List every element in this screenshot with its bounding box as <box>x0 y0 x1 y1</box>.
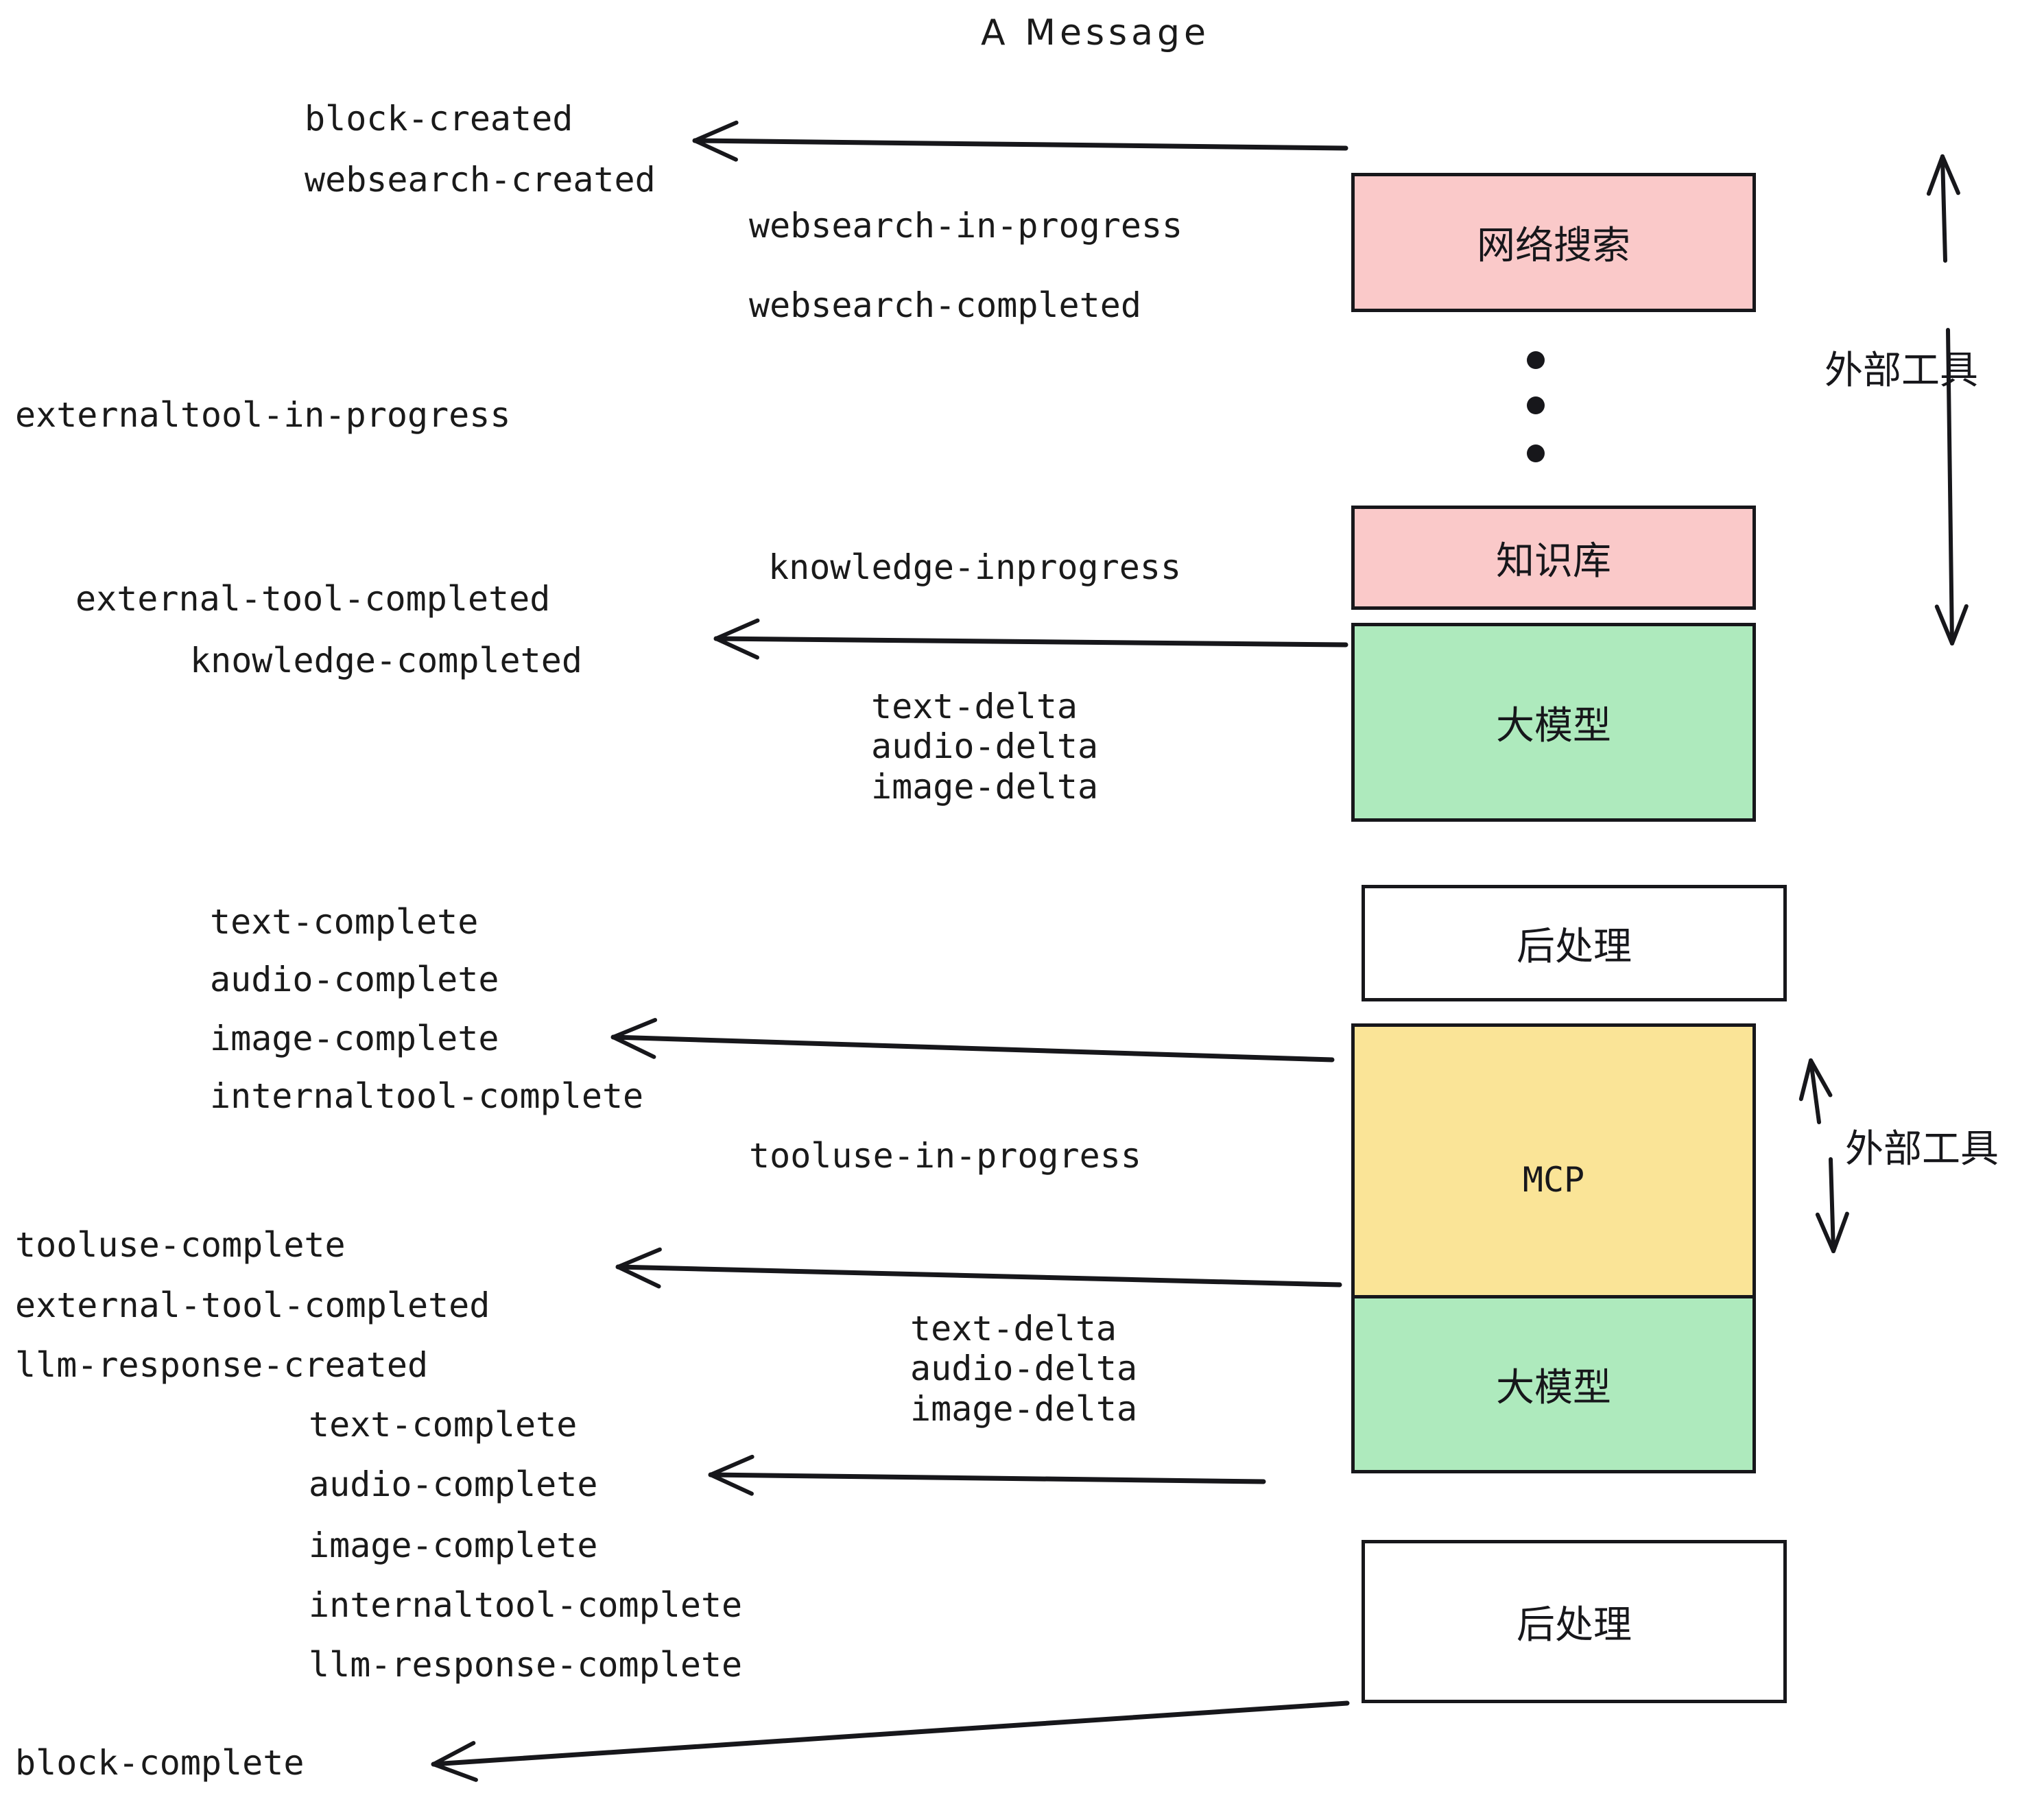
event-label-internaltool-complete-2: internaltool-complete <box>309 1585 743 1625</box>
event-label-image-complete-2: image-complete <box>309 1526 598 1565</box>
event-label-image-delta-1: image-delta <box>871 767 1099 807</box>
event-label-external-tool-completed-1: external-tool-completed <box>75 579 551 619</box>
ext-tools-up-top-head <box>1926 154 1960 196</box>
ext-tools-up-bot-shaft <box>1809 1058 1821 1124</box>
event-label-knowledge-inprogress: knowledge-inprogress <box>768 547 1182 587</box>
page-title: A Message <box>981 12 1211 54</box>
arrow-block-complete-head <box>431 1741 478 1782</box>
event-label-text-delta-2: text-delta <box>910 1309 1117 1349</box>
event-label-tooluse-in-progress: tooluse-in-progress <box>749 1136 1141 1176</box>
event-label-knowledge-completed: knowledge-completed <box>190 641 582 680</box>
side-label-external-tools-bottom: 外部工具 <box>1845 1127 1999 1172</box>
event-label-websearch-completed: websearch-completed <box>749 285 1141 325</box>
box-label: 大模型 <box>1496 703 1611 748</box>
arrow-tooluse-complete-head <box>616 1247 662 1289</box>
ext-tools-down-bot-shaft <box>1829 1157 1835 1253</box>
event-label-image-delta-2: image-delta <box>910 1389 1138 1429</box>
event-label-image-complete-1: image-complete <box>210 1019 499 1058</box>
ellipsis-dot-3 <box>1527 444 1545 462</box>
box-label: 后处理 <box>1517 924 1632 969</box>
event-label-llm-response-created: llm-response-created <box>15 1345 429 1385</box>
event-label-external-tool-completed-2: external-tool-completed <box>15 1285 490 1325</box>
event-label-block-complete: block-complete <box>15 1743 305 1783</box>
event-label-internaltool-complete-1: internaltool-complete <box>210 1076 644 1116</box>
event-label-externaltool-in-progress: externaltool-in-progress <box>15 395 511 435</box>
ext-tools-up-bot-head <box>1798 1058 1833 1102</box>
arrow-block-created-head <box>693 120 739 162</box>
event-label-audio-complete-1: audio-complete <box>210 960 499 999</box>
arrow-knowledge-completed-shaft <box>713 636 1348 648</box>
box-postprocess-1: 后处理 <box>1362 885 1787 1001</box>
side-label-external-tools-top: 外部工具 <box>1825 348 1978 393</box>
box-label: 知识库 <box>1496 538 1611 584</box>
arrow-audio-complete-shaft <box>708 1472 1266 1484</box>
arrow-knowledge-completed-head <box>714 618 760 660</box>
event-label-websearch-in-progress: websearch-in-progress <box>749 206 1183 246</box>
box-llm-1: 大模型 <box>1351 623 1756 822</box>
arrow-block-created-shaft <box>692 138 1348 151</box>
event-label-websearch-created: websearch-created <box>305 160 656 200</box>
arrow-block-complete-shaft <box>431 1700 1350 1767</box>
arrow-tooluse-complete-shaft <box>615 1264 1342 1287</box>
event-label-audio-delta-1: audio-delta <box>871 726 1099 766</box>
event-label-tooluse-complete: tooluse-complete <box>15 1225 346 1265</box>
event-label-audio-complete-2: audio-complete <box>309 1464 598 1504</box>
ellipsis-dot-1 <box>1527 351 1545 369</box>
arrow-image-complete-shaft <box>610 1034 1335 1063</box>
arrow-audio-complete-head <box>709 1454 754 1496</box>
ellipsis-dot-2 <box>1527 396 1545 414</box>
event-label-text-complete-2: text-complete <box>309 1405 578 1445</box>
ext-tools-down-top-head <box>1934 604 1969 645</box>
box-label: MCP <box>1522 1159 1585 1200</box>
box-knowledgebase: 知识库 <box>1351 506 1756 610</box>
box-label: 大模型 <box>1496 1365 1611 1410</box>
box-llm-2: 大模型 <box>1351 1295 1756 1473</box>
box-label: 网络搜索 <box>1477 224 1630 268</box>
arrow-image-complete-head <box>611 1017 658 1059</box>
box-postprocess-2: 后处理 <box>1362 1540 1787 1703</box>
event-label-text-delta-1: text-delta <box>871 687 1078 726</box>
ext-tools-down-bot-head <box>1815 1211 1849 1253</box>
box-label: 后处理 <box>1517 1602 1632 1648</box>
event-label-text-complete-1: text-complete <box>210 902 479 942</box>
box-mcp: MCP <box>1351 1023 1756 1336</box>
box-websearch: 网络搜索 <box>1351 173 1756 312</box>
ext-tools-up-top-shaft <box>1940 154 1947 263</box>
event-label-llm-response-complete: llm-response-complete <box>309 1645 743 1685</box>
event-label-audio-delta-2: audio-delta <box>910 1349 1138 1388</box>
event-label-block-created: block-created <box>305 99 573 139</box>
